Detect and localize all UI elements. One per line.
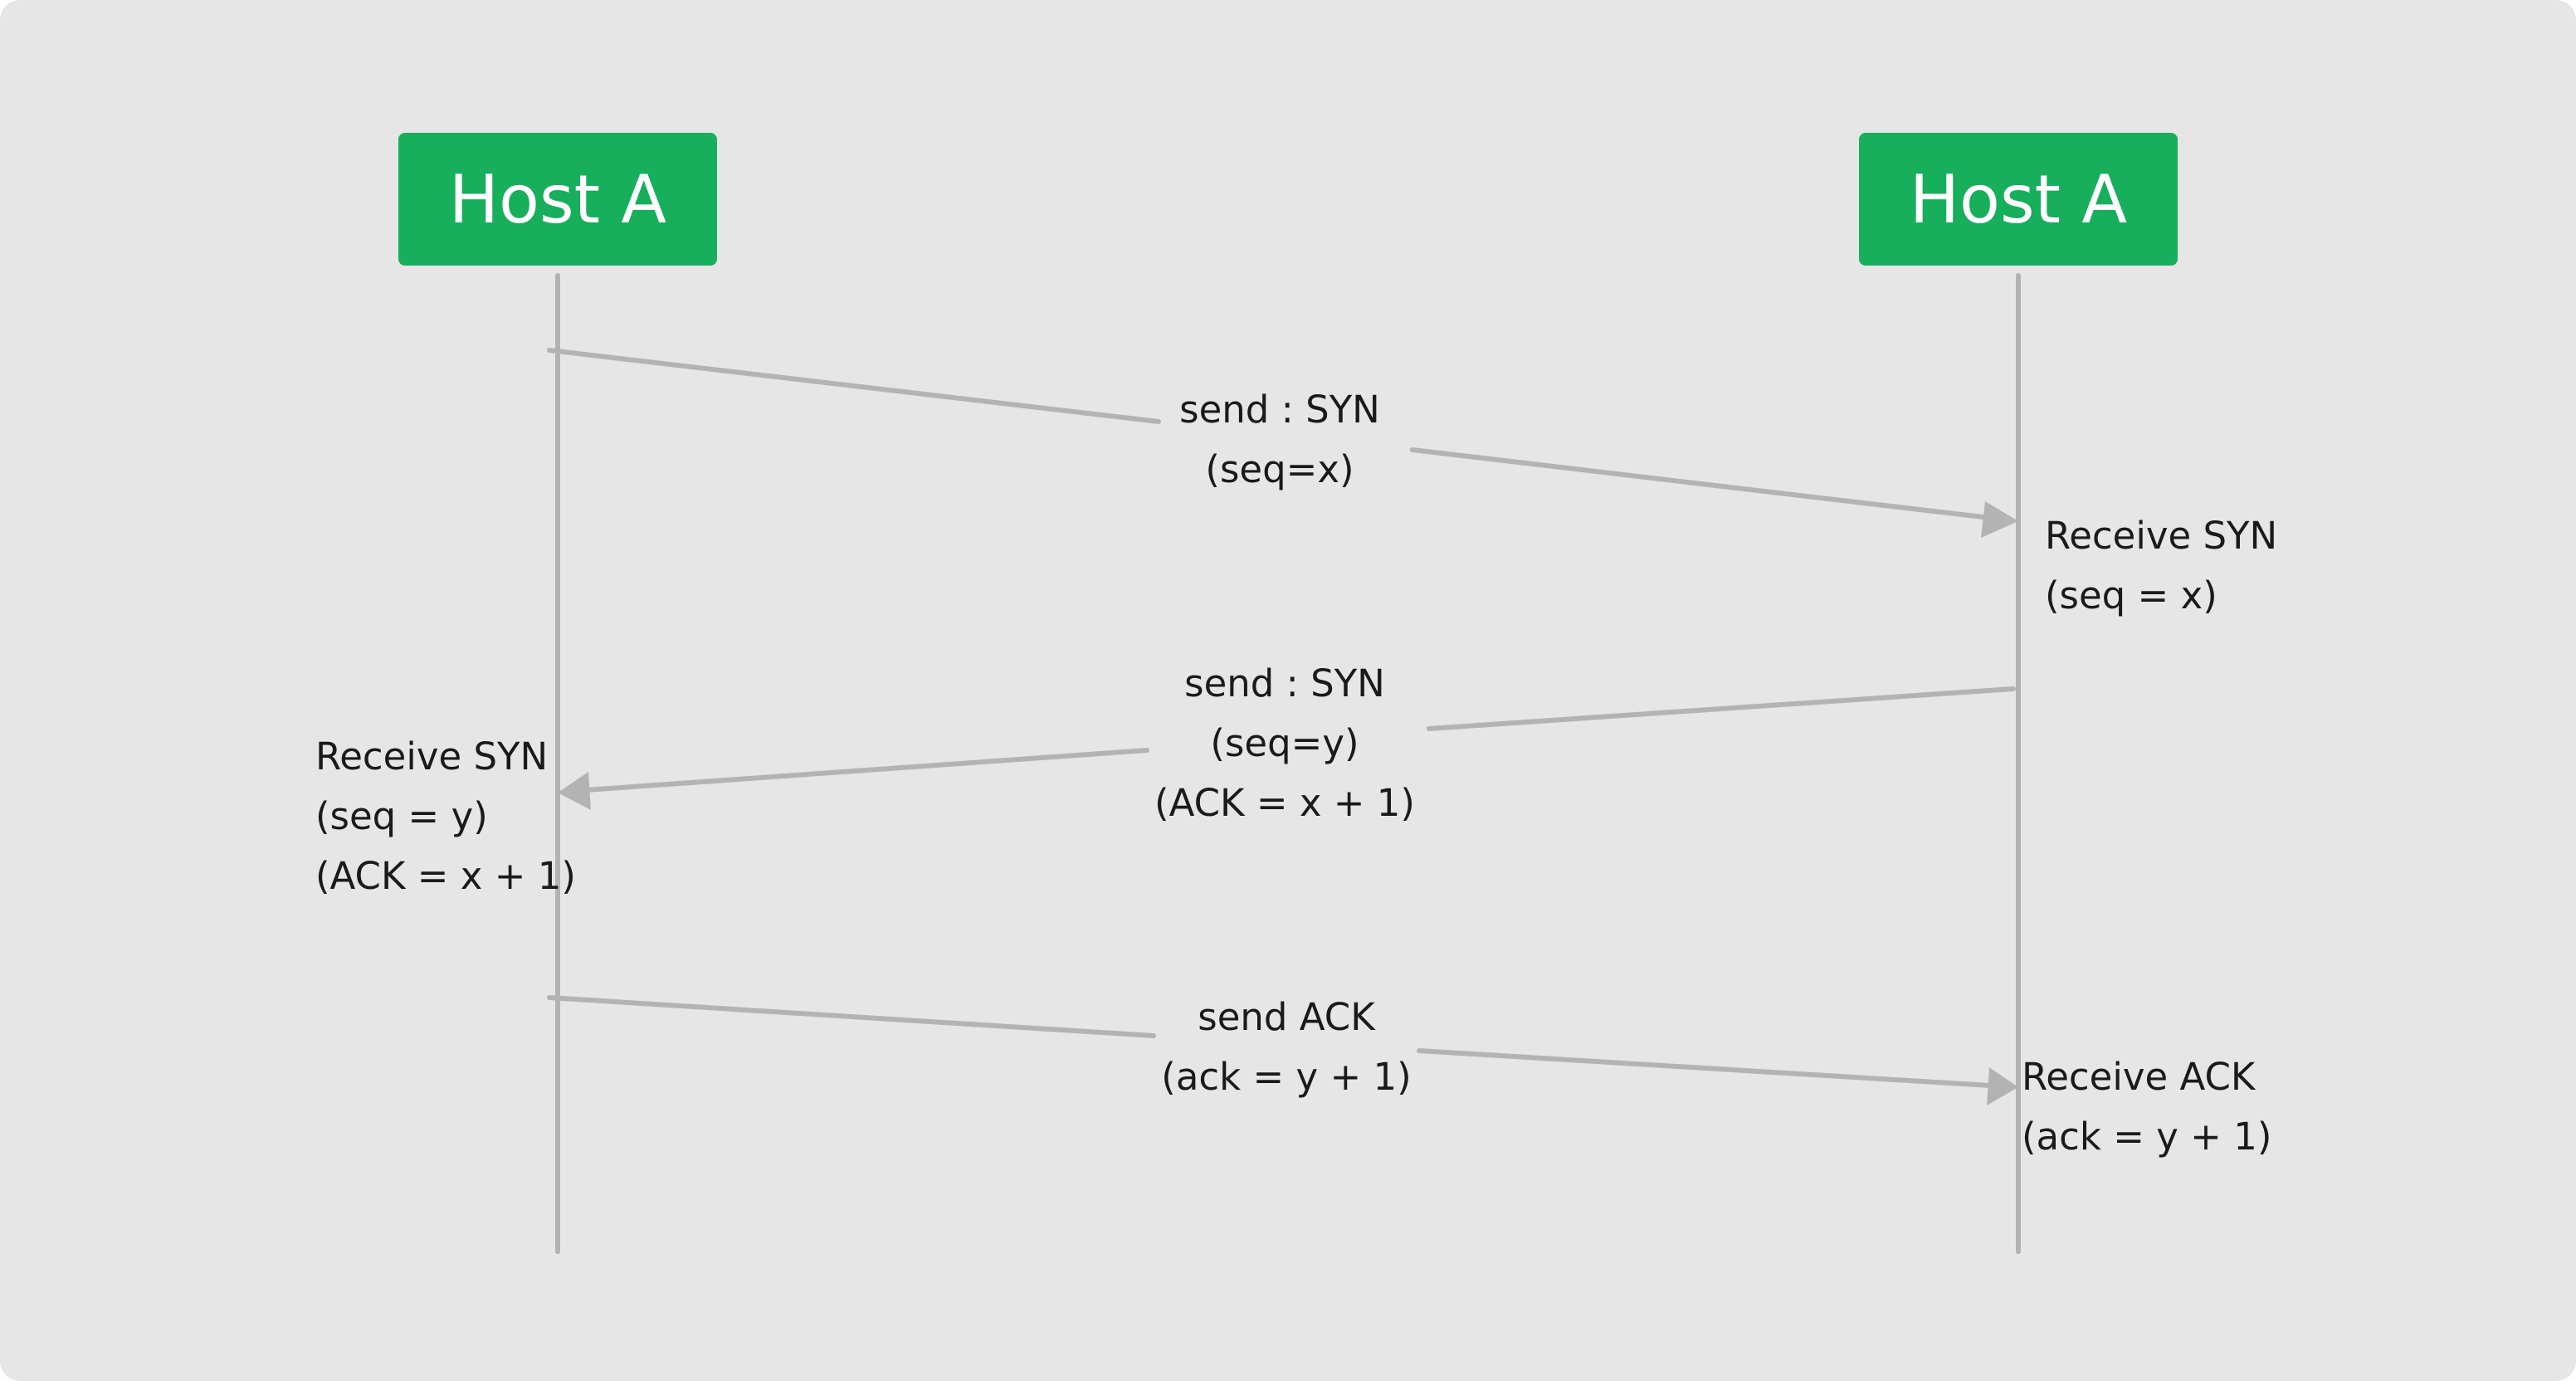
arrowhead-syn-1 bbox=[1981, 501, 2018, 538]
message-ack-line-2: (ack = y + 1) bbox=[1161, 1055, 1412, 1099]
arrowhead-ack bbox=[1987, 1067, 2018, 1105]
receive-label-syn-left: Receive SYN (seq = y) (ACK = x + 1) bbox=[315, 727, 576, 906]
message-ack-line-1: send ACK bbox=[1198, 995, 1375, 1039]
receive-syn-right-line-1: Receive SYN bbox=[2045, 514, 2278, 558]
receive-syn-right-line-2: (seq = x) bbox=[2045, 573, 2217, 617]
arrow-syn-1-segment-a bbox=[547, 348, 1161, 424]
receive-syn-left-line-3: (ACK = x + 1) bbox=[315, 854, 576, 898]
receive-syn-left-line-2: (seq = y) bbox=[315, 794, 488, 838]
message-syn-2-line-1: send : SYN bbox=[1184, 661, 1385, 705]
arrow-syn-1-segment-b bbox=[1410, 447, 1993, 520]
message-label-syn-2: send : SYN (seq=y) (ACK = x + 1) bbox=[1154, 654, 1415, 833]
message-label-syn-1: send : SYN (seq=x) bbox=[1179, 380, 1380, 500]
message-syn-1-line-1: send : SYN bbox=[1179, 388, 1380, 432]
message-label-ack: send ACK (ack = y + 1) bbox=[1161, 988, 1411, 1107]
arrowhead-syn-2 bbox=[558, 772, 591, 810]
receive-syn-left-line-1: Receive SYN bbox=[315, 734, 549, 778]
arrow-ack-segment-a bbox=[547, 995, 1156, 1038]
receive-label-syn-right: Receive SYN (seq = x) bbox=[2045, 506, 2277, 626]
host-right-box: Host A bbox=[1859, 133, 2178, 266]
host-left-box: Host A bbox=[398, 133, 717, 266]
arrow-syn-2-segment-a bbox=[1427, 686, 2016, 731]
message-syn-2-line-2: (seq=y) bbox=[1210, 721, 1359, 765]
message-syn-2-line-3: (ACK = x + 1) bbox=[1154, 781, 1415, 825]
receive-label-ack-right: Receive ACK (ack = y + 1) bbox=[2022, 1047, 2271, 1167]
arrow-syn-2-segment-b bbox=[583, 748, 1149, 793]
message-syn-1-line-2: (seq=x) bbox=[1205, 447, 1354, 491]
receive-ack-right-line-1: Receive ACK bbox=[2022, 1055, 2256, 1099]
arrow-ack-segment-b bbox=[1417, 1048, 1993, 1088]
receive-ack-right-line-2: (ack = y + 1) bbox=[2022, 1115, 2272, 1159]
